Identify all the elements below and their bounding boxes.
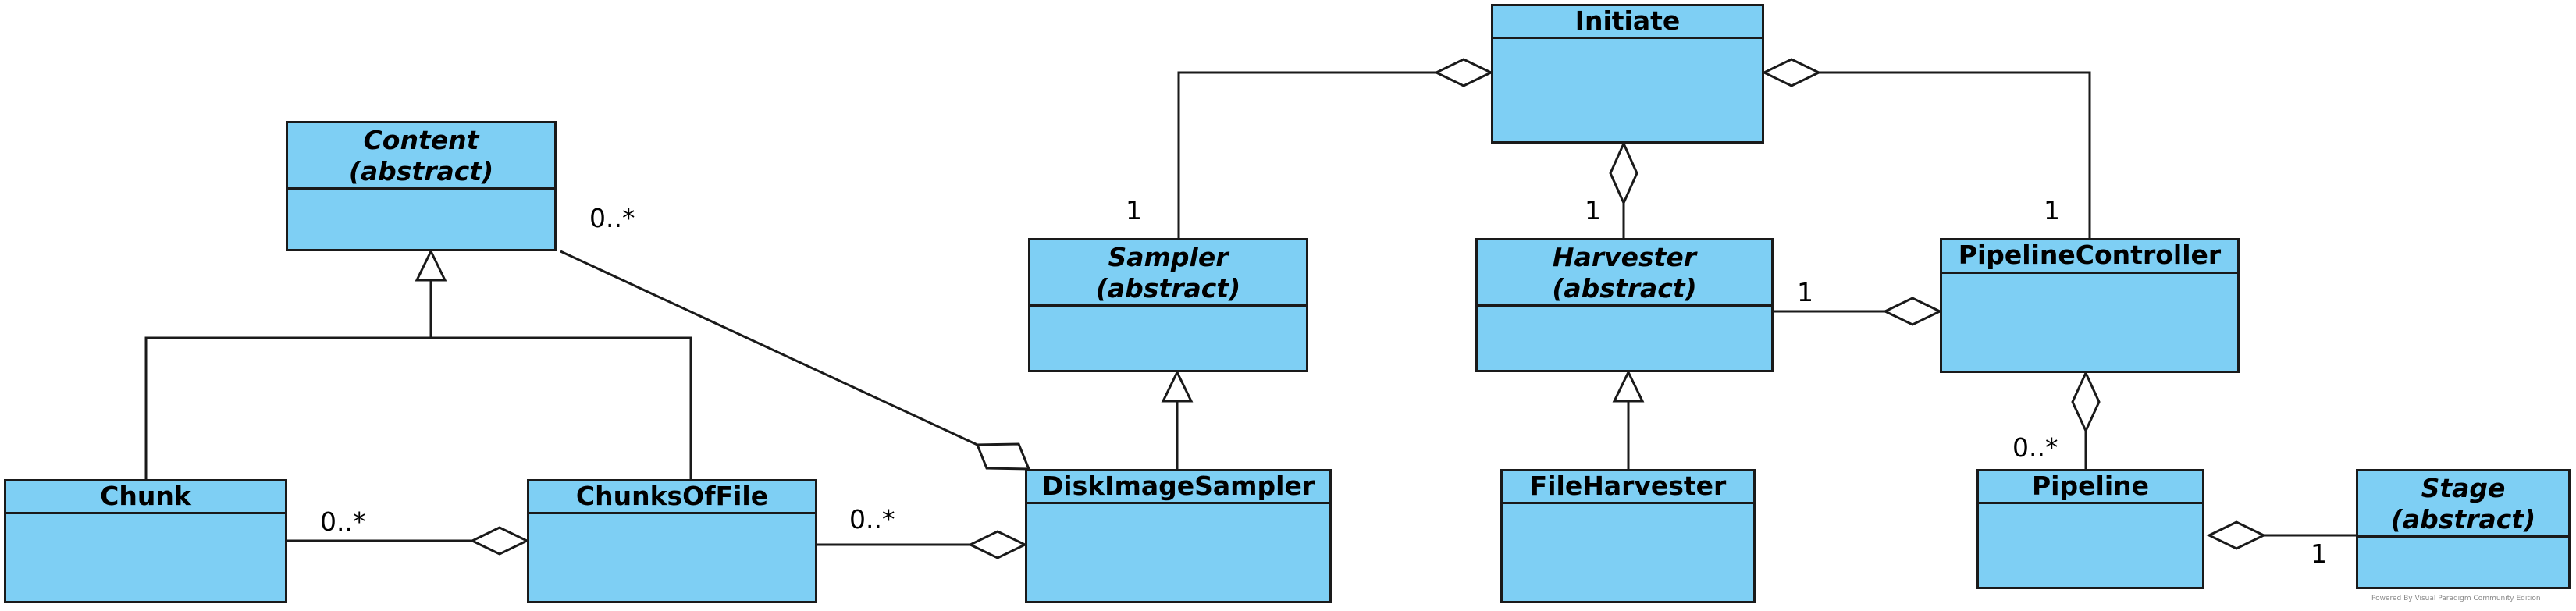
class-harvester: Harvester (abstract) bbox=[1475, 238, 1774, 372]
class-sampler: Sampler (abstract) bbox=[1028, 238, 1308, 372]
aggregation-diamond-initiate-sampler bbox=[1433, 58, 1494, 87]
multiplicity-content-disk-image-sampler: 0..* bbox=[589, 203, 635, 233]
footer-credit: Powered By Visual Paradigm Community Edi… bbox=[2371, 595, 2541, 602]
aggregation-diamond-harvester-pipeline-controller bbox=[1882, 297, 1943, 326]
aggregation-diamond-initiate-harvester bbox=[1609, 140, 1638, 206]
class-file-harvester: FileHarvester bbox=[1500, 469, 1756, 603]
class-name: DiskImageSampler bbox=[1027, 471, 1329, 504]
class-content: Content (abstract) bbox=[286, 121, 557, 251]
generalization-triangle-sampler bbox=[1161, 369, 1194, 403]
aggregation-diamond-chunk-chunks-of-file bbox=[469, 526, 530, 556]
association-initiate-pipeline-controller bbox=[1819, 71, 2091, 238]
class-name: Sampler (abstract) bbox=[1030, 240, 1306, 307]
class-chunk: Chunk bbox=[4, 479, 287, 603]
generalization-chunks-of-file bbox=[431, 336, 692, 479]
class-name: Harvester (abstract) bbox=[1478, 240, 1771, 307]
class-pipeline-controller: PipelineController bbox=[1940, 238, 2240, 373]
class-name: Stage (abstract) bbox=[2358, 471, 2568, 538]
class-chunks-of-file: ChunksOfFile bbox=[527, 479, 817, 603]
multiplicity-initiate-pipeline-controller: 1 bbox=[2044, 195, 2060, 226]
multiplicity-chunks-of-file-disk-image-sampler: 0..* bbox=[849, 504, 895, 535]
aggregation-diamond-content-disk-image-sampler bbox=[975, 442, 1031, 471]
multiplicity-initiate-harvester: 1 bbox=[1585, 195, 1601, 226]
class-name: PipelineController bbox=[1942, 240, 2237, 274]
generalization-triangle-content bbox=[415, 248, 447, 282]
class-name: Content (abstract) bbox=[288, 123, 554, 190]
class-name: Pipeline bbox=[1979, 471, 2202, 504]
multiplicity-chunk-chunks-of-file: 0..* bbox=[320, 506, 366, 537]
aggregation-diamond-pipeline-controller-pipeline bbox=[2071, 370, 2101, 434]
class-name: Chunk bbox=[6, 481, 285, 514]
class-name: Initiate bbox=[1493, 6, 1762, 39]
class-disk-image-sampler: DiskImageSampler bbox=[1025, 469, 1332, 603]
class-pipeline: Pipeline bbox=[1976, 469, 2204, 589]
aggregation-diamond-chunks-of-file-disk-image-sampler bbox=[967, 530, 1028, 559]
multiplicity-pipeline-stage: 1 bbox=[2311, 538, 2327, 569]
aggregation-diamond-initiate-pipeline-controller bbox=[1761, 58, 1822, 87]
class-initiate: Initiate bbox=[1491, 4, 1764, 144]
association-content-disk-image-sampler bbox=[560, 250, 978, 446]
class-name: FileHarvester bbox=[1503, 471, 1753, 504]
multiplicity-harvester-pipeline-controller: 1 bbox=[1797, 277, 1813, 307]
multiplicity-initiate-sampler: 1 bbox=[1126, 195, 1142, 226]
class-stage: Stage (abstract) bbox=[2356, 469, 2571, 589]
generalization-triangle-harvester bbox=[1612, 369, 1645, 403]
class-name: ChunksOfFile bbox=[529, 481, 815, 514]
multiplicity-pipeline-controller-pipeline: 0..* bbox=[2012, 432, 2058, 463]
generalization-chunk bbox=[144, 336, 431, 479]
aggregation-diamond-pipeline-stage bbox=[2206, 520, 2267, 550]
association-line-initiate-sampler bbox=[1177, 71, 1436, 238]
